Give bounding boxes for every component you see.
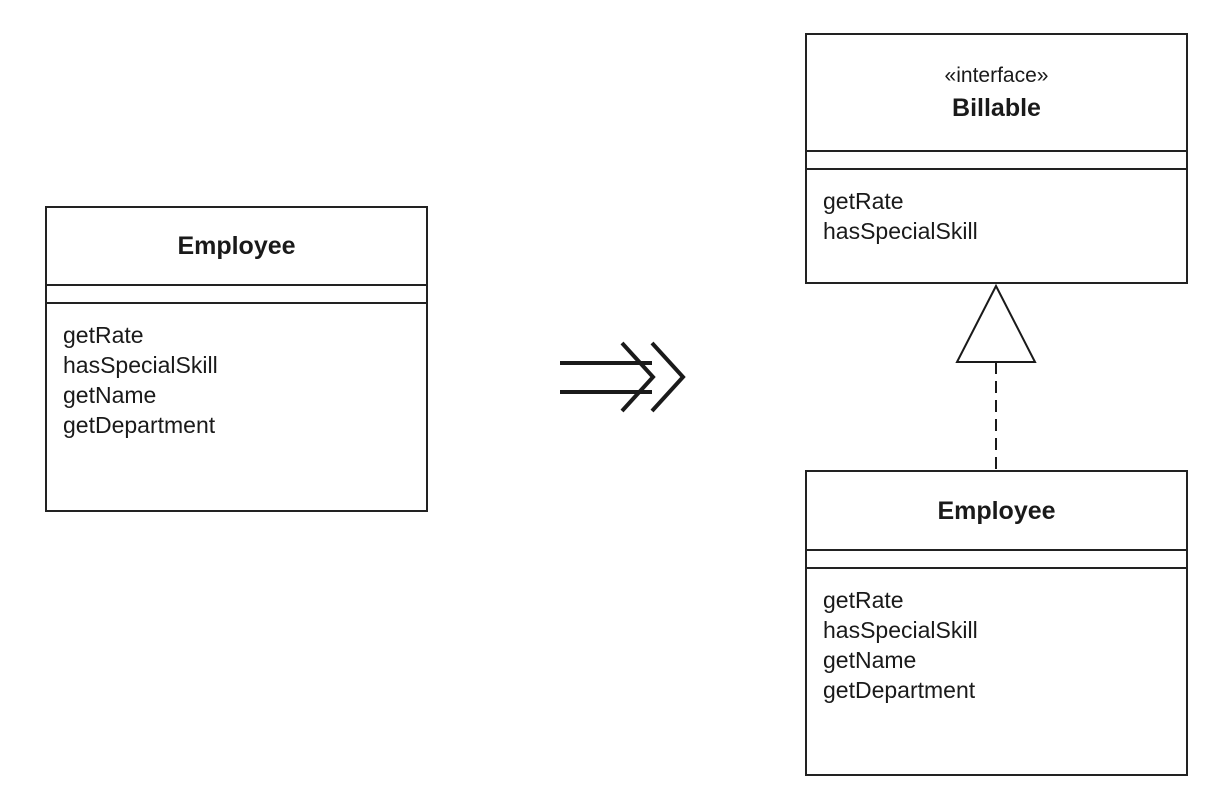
operation: getRate	[63, 322, 144, 348]
employee-name-compartment: Employee	[807, 472, 1186, 551]
operation: hasSpecialSkill	[823, 218, 978, 244]
realization-triangle-icon	[955, 283, 1037, 363]
attributes-compartment	[47, 286, 426, 304]
employee-name-compartment: Employee	[47, 208, 426, 286]
arrow-chevron-inner	[620, 341, 656, 413]
employee-class-before: Employee getRate hasSpecialSkill getName…	[45, 206, 428, 512]
operation: getRate	[823, 587, 904, 613]
stereotype-label: «interface»	[944, 63, 1049, 87]
class-name: Employee	[937, 496, 1056, 525]
operation: getName	[823, 647, 917, 673]
class-name: Employee	[177, 232, 296, 260]
billable-name-compartment: «interface» Billable	[807, 35, 1186, 152]
operation: hasSpecialSkill	[823, 617, 978, 643]
billable-interface: «interface» Billable getRate hasSpecialS…	[805, 33, 1188, 284]
attributes-compartment	[807, 551, 1186, 569]
refactor-arrow-icon	[560, 341, 686, 413]
operation: getDepartment	[63, 412, 216, 438]
operations-compartment: getRate hasSpecialSkill getName getDepar…	[47, 304, 426, 440]
attributes-compartment	[807, 152, 1186, 170]
operation: getName	[63, 382, 157, 408]
operations-compartment: getRate hasSpecialSkill getName getDepar…	[807, 569, 1186, 705]
operation: getDepartment	[823, 677, 976, 703]
interface-name: Billable	[952, 93, 1041, 122]
operation: getRate	[823, 188, 904, 214]
arrow-chevron-outer	[650, 341, 686, 413]
operation: hasSpecialSkill	[63, 352, 218, 378]
employee-class-after: Employee getRate hasSpecialSkill getName…	[805, 470, 1188, 776]
operations-compartment: getRate hasSpecialSkill	[807, 170, 1186, 246]
